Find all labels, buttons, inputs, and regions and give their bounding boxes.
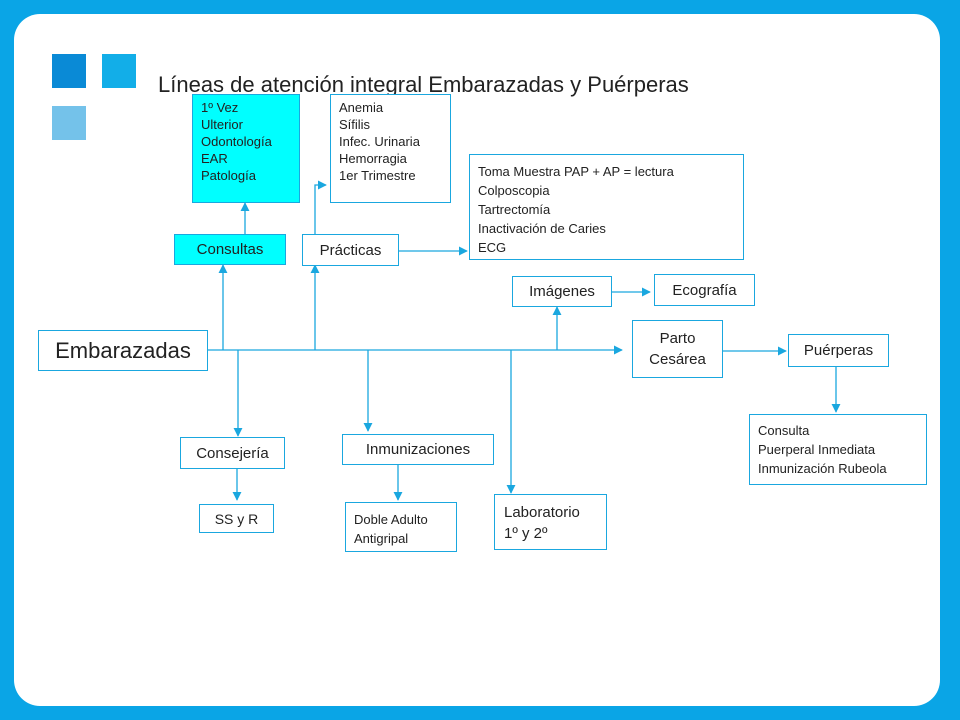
node-ssyr-label: SS y R bbox=[214, 510, 259, 527]
decor-square-dark bbox=[52, 54, 86, 88]
node-embarazadas-label: Embarazadas bbox=[55, 337, 191, 363]
node-practicas-label: Prácticas bbox=[319, 241, 382, 259]
practicas-detail2-item: Colposcopia bbox=[478, 183, 550, 198]
node-practicas-detail: Anemia Sífilis Infec. Urinaria Hemorragi… bbox=[330, 94, 451, 203]
puerperas-detail-item: Inmunización Rubeola bbox=[758, 461, 887, 476]
practicas-detail-item: 1er Trimestre bbox=[339, 168, 416, 183]
node-parto-label: Parto bbox=[659, 330, 696, 347]
practicas-detail2-item: Tartrectomía bbox=[478, 202, 551, 217]
practicas-detail-item: Anemia bbox=[339, 100, 384, 115]
node-imagenes: Imágenes bbox=[512, 276, 612, 307]
inmunizaciones-detail-item: Antigripal bbox=[354, 531, 409, 546]
practicas-detail2-item: Toma Muestra PAP + AP = lectura bbox=[478, 164, 674, 179]
practicas-detail-item: Sífilis bbox=[339, 117, 371, 132]
slide-frame: Líneas de atención integral Embarazadas … bbox=[14, 14, 940, 706]
node-consejeria: Consejería bbox=[180, 437, 285, 469]
node-laboratorio-label: Laboratorio bbox=[504, 504, 580, 521]
puerperas-detail-item: Consulta bbox=[758, 423, 810, 438]
node-puerperas-label: Puérperas bbox=[803, 342, 874, 359]
consultas-detail-item: EAR bbox=[201, 151, 228, 166]
slide-title: Líneas de atención integral Embarazadas … bbox=[158, 72, 689, 97]
node-ecografia: Ecografía bbox=[654, 274, 755, 306]
decor-square-light bbox=[52, 106, 86, 140]
node-ecografia-label: Ecografía bbox=[672, 281, 737, 299]
node-consultas: Consultas bbox=[174, 234, 286, 265]
practicas-detail2-item: ECG bbox=[478, 240, 507, 255]
inmunizaciones-detail-item: Doble Adulto bbox=[354, 512, 428, 527]
practicas-detail-item: Hemorragia bbox=[339, 151, 407, 166]
practicas-detail2-item: Inactivación de Caries bbox=[478, 221, 606, 236]
connector-lines bbox=[208, 180, 841, 501]
node-parto-cesarea: Parto Cesárea bbox=[632, 320, 723, 378]
node-ssyr: SS y R bbox=[199, 504, 274, 533]
node-cesarea-label: Cesárea bbox=[649, 351, 706, 368]
node-consultas-label: Consultas bbox=[196, 241, 264, 258]
node-puerperas-detail: Consulta Puerperal Inmediata Inmunizació… bbox=[749, 414, 927, 485]
consultas-detail-item: 1º Vez bbox=[201, 100, 239, 115]
consultas-detail-item: Odontología bbox=[201, 134, 272, 149]
decor-square-mid bbox=[102, 54, 136, 88]
consultas-detail-item: Ulterior bbox=[201, 117, 243, 132]
node-consejeria-label: Consejería bbox=[196, 444, 269, 462]
node-puerperas: Puérperas bbox=[788, 334, 889, 367]
node-inmunizaciones-detail: Doble Adulto Antigripal bbox=[345, 502, 457, 552]
node-laboratorio: Laboratorio 1º y 2º bbox=[494, 494, 607, 550]
node-consultas-detail: 1º Vez Ulterior Odontología EAR Patologí… bbox=[192, 94, 300, 203]
node-inmunizaciones: Inmunizaciones bbox=[342, 434, 494, 465]
consultas-detail-item: Patología bbox=[201, 168, 256, 183]
node-laboratorio-sublabel: 1º y 2º bbox=[504, 525, 548, 542]
node-imagenes-label: Imágenes bbox=[529, 283, 595, 300]
arrow-to-practicas-detail bbox=[314, 180, 327, 234]
node-practicas: Prácticas bbox=[302, 234, 399, 266]
node-practicas-detail2: Toma Muestra PAP + AP = lectura Colposco… bbox=[469, 154, 744, 260]
node-embarazadas: Embarazadas bbox=[38, 330, 208, 371]
puerperas-detail-item: Puerperal Inmediata bbox=[758, 442, 876, 457]
practicas-detail-item: Infec. Urinaria bbox=[339, 134, 420, 149]
node-inmunizaciones-label: Inmunizaciones bbox=[365, 441, 471, 458]
